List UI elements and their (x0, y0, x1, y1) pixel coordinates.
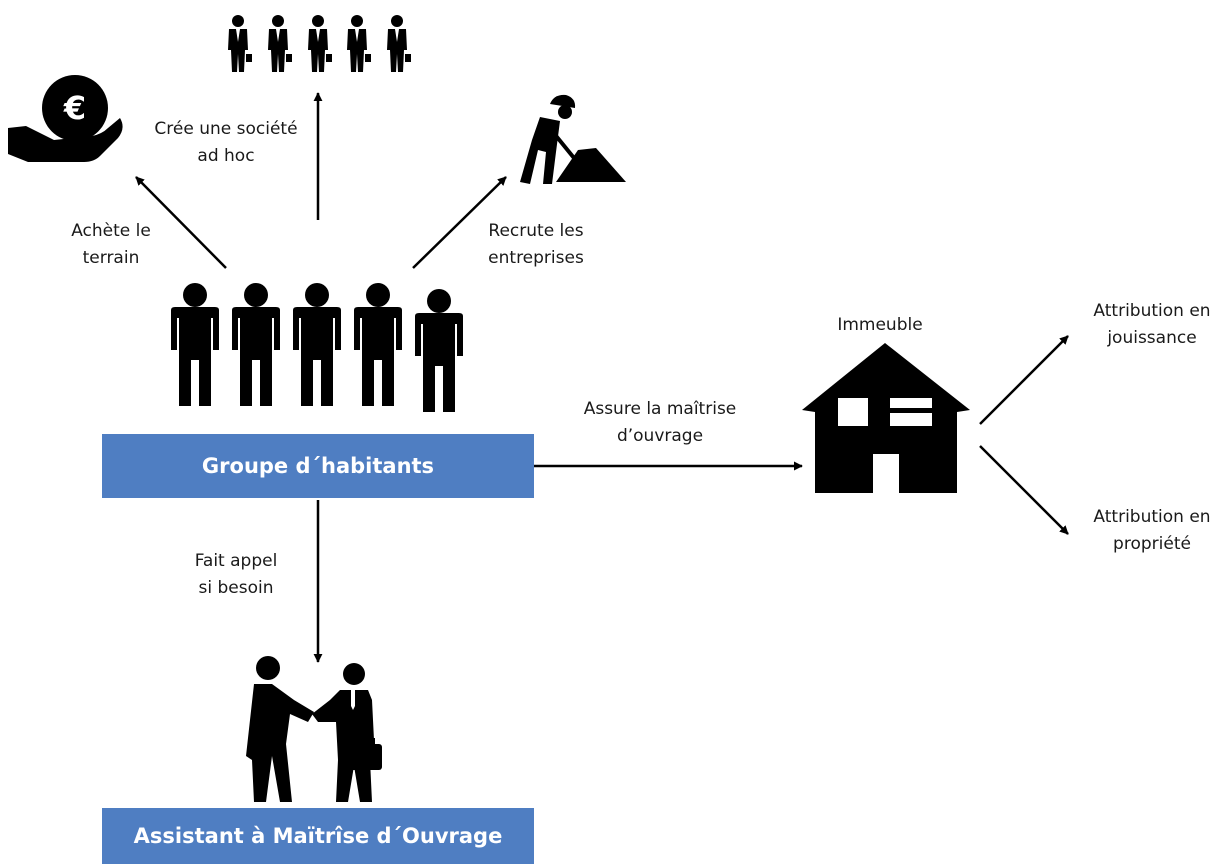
arrow-recruits (412, 176, 507, 269)
house-icon (802, 343, 970, 493)
euro-hand-icon: € (8, 75, 123, 162)
label-building: Immeuble (837, 315, 923, 335)
arrow-attribution-use (979, 335, 1069, 425)
arrows (135, 92, 1069, 663)
arrow-buys-land (135, 176, 227, 269)
arrow-attribution-property (979, 445, 1069, 535)
businessmen-group-icon (228, 15, 411, 72)
handshake-icon (246, 656, 382, 802)
people-group-icon (171, 283, 463, 412)
group-box: Groupe d´habitants (102, 434, 534, 498)
svg-text:€: € (63, 89, 86, 127)
construction-worker-icon (520, 94, 626, 184)
amo-box: Assistant à Maïtrîse d´Ouvrage (102, 808, 534, 864)
